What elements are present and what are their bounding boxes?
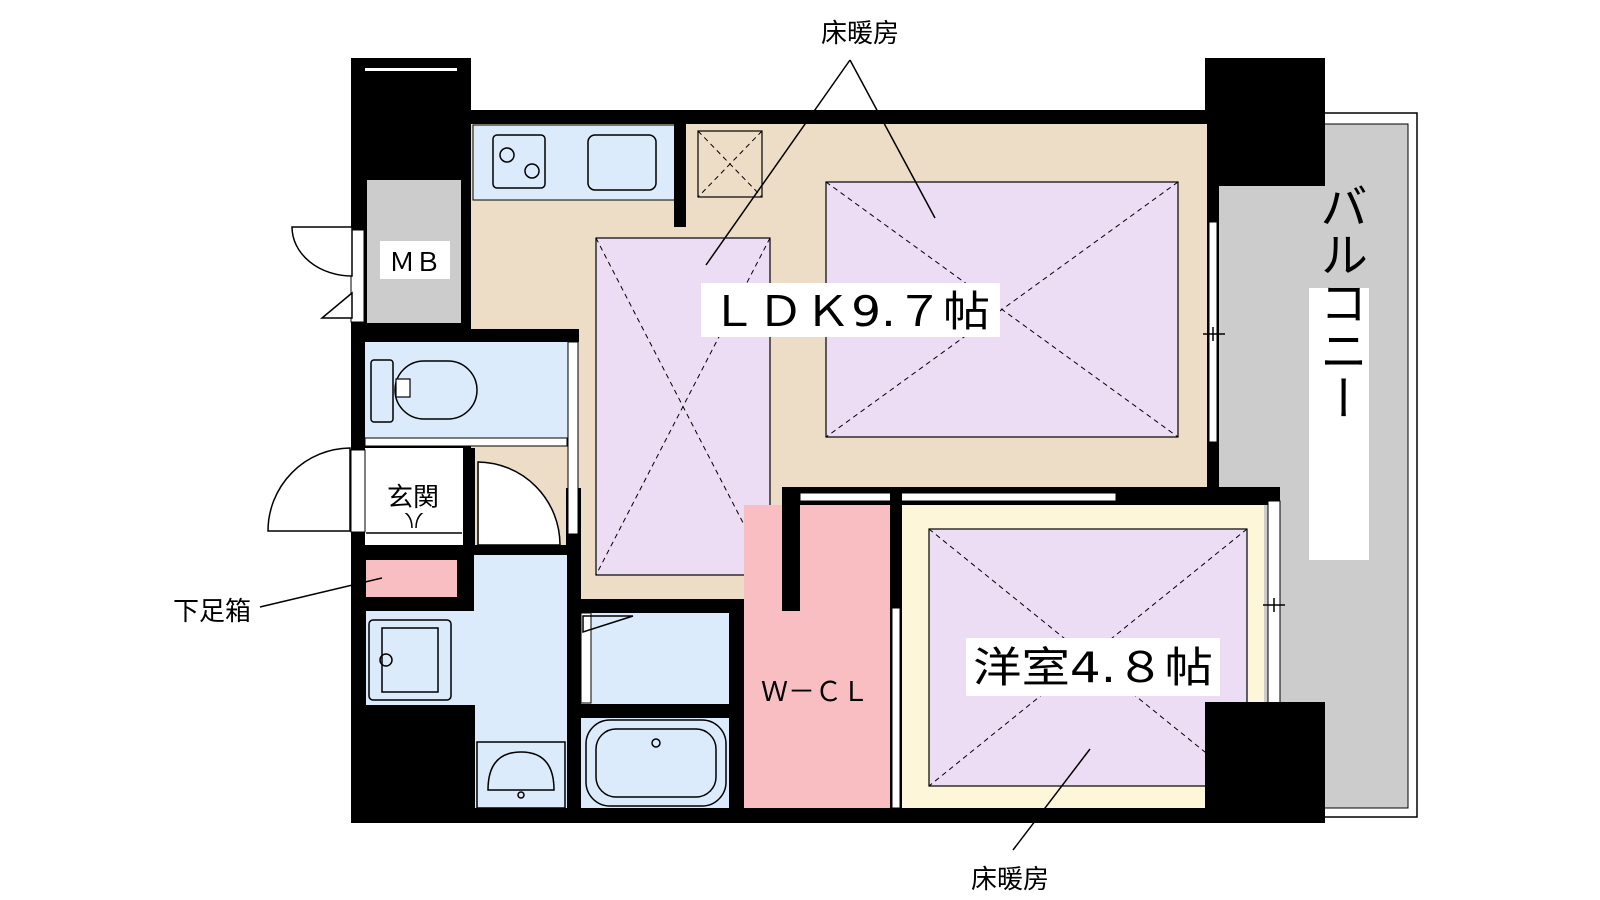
refrigerator-space bbox=[697, 130, 763, 198]
mb-door-top bbox=[291, 226, 353, 277]
washroom bbox=[474, 555, 567, 810]
floor-heating-label-bottom: 床暖房 bbox=[971, 865, 1049, 895]
mb-door-bottom bbox=[319, 291, 353, 319]
walk-in-closet bbox=[744, 505, 892, 810]
floor-heating-label-top: 床暖房 bbox=[821, 19, 899, 49]
inner-door[interactable] bbox=[477, 461, 561, 546]
toilet bbox=[394, 360, 478, 420]
wcl-label: Ｗ－ＣＬ bbox=[761, 677, 869, 708]
shoe-box-label: 下足箱 bbox=[173, 597, 251, 627]
ldk-label: ＬＤＫ9.７帖 bbox=[710, 287, 990, 336]
balcony-label: バルコニー bbox=[1311, 182, 1367, 422]
entrance-label: 玄関 bbox=[387, 483, 439, 513]
mb-label: ＭＢ bbox=[389, 248, 441, 278]
washing-machine-space bbox=[368, 619, 452, 701]
bathtub bbox=[585, 719, 727, 807]
front-door[interactable] bbox=[267, 447, 351, 532]
western-room-label: 洋室4.８帖 bbox=[973, 643, 1213, 692]
kitchen-sink bbox=[587, 134, 657, 191]
